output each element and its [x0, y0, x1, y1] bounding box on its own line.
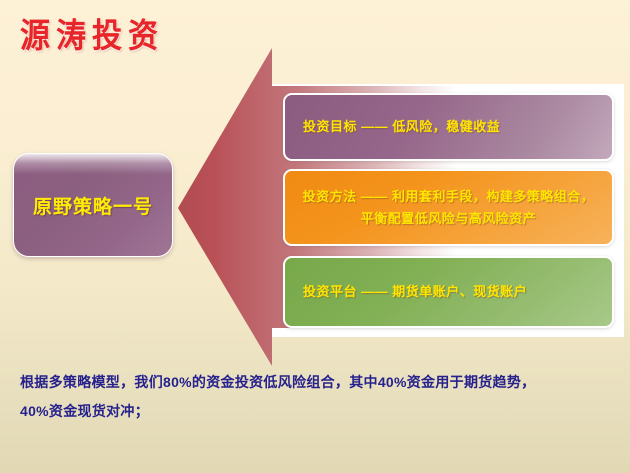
company-logo: 源涛投资	[20, 16, 164, 57]
investment-platform-line-1: 投资平台 —— 期货单账户、现货账户	[303, 284, 528, 300]
investment-method-box[interactable]: 投资方法 —— 利用套利手段，构建多策略组合， 平衡配置低风险与高风险资产	[283, 169, 614, 246]
strategy-title-label: 原野策略一号	[32, 196, 153, 218]
footnote-line-2: 40%资金现货对冲；	[20, 402, 150, 419]
investment-method-line-2: 平衡配置低风险与高风险资产	[360, 210, 537, 226]
footnote-line-1: 根据多策略模型，我们80%的资金投资低风险组合，其中40%资金用于期货趋势，	[20, 374, 536, 390]
investment-platform-box[interactable]: 投资平台 —— 期货单账户、现货账户	[283, 256, 614, 328]
strategy-title-box[interactable]: 原野策略一号	[13, 153, 173, 257]
investment-method-line-1: 投资方法 —— 利用套利手段，构建多策略组合，	[302, 189, 595, 205]
investment-goal-line-1: 投资目标 —— 低风险，稳健收益	[303, 119, 501, 135]
footnote-paragraph: 根据多策略模型，我们80%的资金投资低风险组合，其中40%资金用于期货趋势， 4…	[20, 368, 616, 425]
investment-goal-box[interactable]: 投资目标 —— 低风险，稳健收益	[283, 93, 614, 161]
